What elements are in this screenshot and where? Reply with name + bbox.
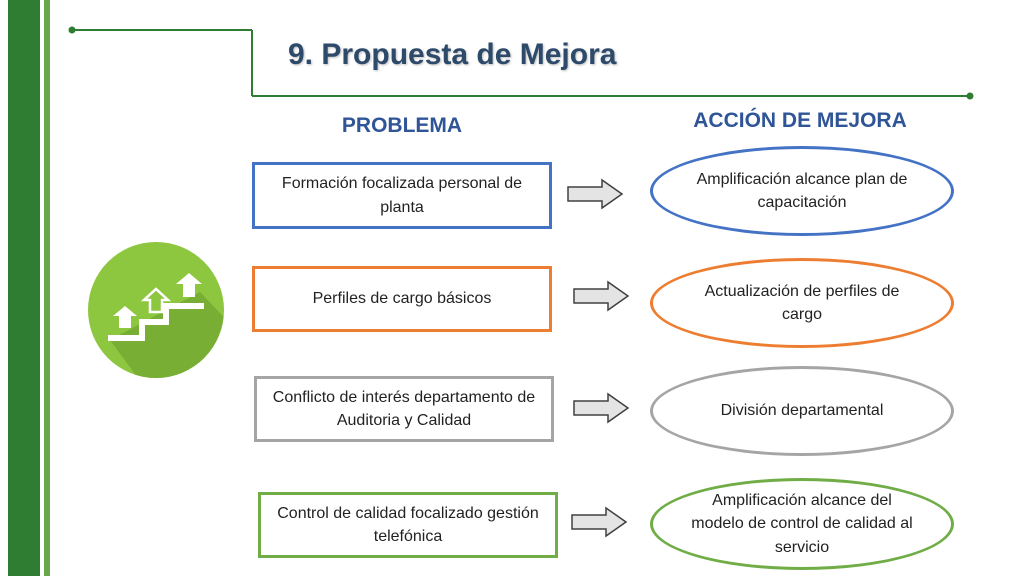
problem-box-1: Formación focalizada personal de planta — [252, 162, 552, 229]
arrow-right-icon — [571, 506, 628, 538]
problem-heading: PROBLEMA — [341, 114, 463, 137]
action-ellipse-3: División departamental — [650, 366, 954, 456]
action-ellipse-2: Actualización de perfiles de cargo — [650, 258, 954, 348]
stairs-up-icon — [88, 242, 228, 387]
slide-title: 9. Propuesta de Mejora — [288, 38, 617, 71]
problem-box-4: Control de calidad focalizado gestión te… — [258, 492, 558, 558]
arrow-right-icon — [573, 280, 630, 312]
problem-box-3: Conflicto de interés departamento de Aud… — [254, 376, 554, 442]
arrow-right-icon — [567, 178, 624, 210]
action-ellipse-4: Amplificación alcance del modelo de cont… — [650, 478, 954, 570]
arrow-right-icon — [573, 392, 630, 424]
action-heading: ACCIÓN DE MEJORA — [693, 109, 907, 132]
problem-box-2: Perfiles de cargo básicos — [252, 266, 552, 332]
left-light-green-bar — [44, 0, 50, 576]
action-ellipse-1: Amplificación alcance plan de capacitaci… — [650, 146, 954, 236]
left-dark-green-bar — [8, 0, 40, 576]
